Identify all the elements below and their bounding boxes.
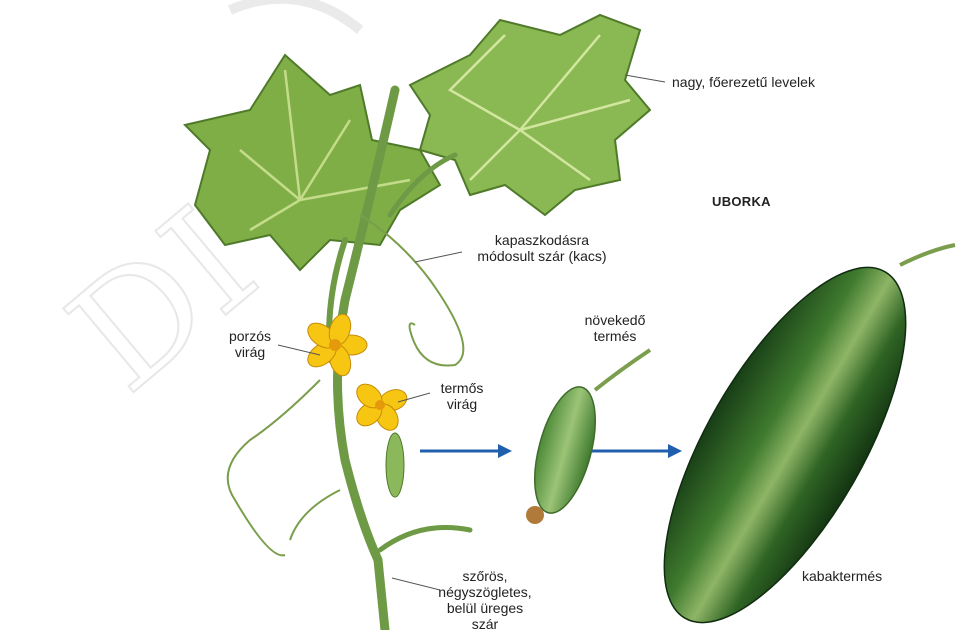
stem-label-line2: négyszögletes, [430,584,540,600]
tendril-label-line1: kapaszkodásra [462,232,622,248]
female-flower [352,379,410,497]
stem-label: szőrös, négyszögletes, belül üreges szár [430,568,540,632]
tendrils [228,215,464,555]
male-flower-label-line2: virág [220,344,280,360]
arrow-to-mature-fruit [588,444,682,458]
leaf-left [185,55,440,270]
page-title: UBORKA [712,194,771,210]
growing-fruit-label-line2: termés [570,328,660,344]
female-flower-label-line2: virág [432,396,492,412]
male-flower [303,311,367,378]
leaf-right [410,15,650,215]
tendril-label-line2: módosult szár (kacs) [462,248,622,264]
male-flower-label: porzós virág [220,328,280,360]
female-flower-label-line1: termős [432,380,492,396]
growing-fruit [523,350,650,524]
female-flower-label: termős virág [432,380,492,412]
stem-label-line3: belül üreges [430,600,540,616]
tendril-label: kapaszkodásra módosult szár (kacs) [462,232,622,264]
leaves-label: nagy, főerezetű levelek [672,74,815,90]
arrow-to-growing-fruit [420,444,512,458]
growing-fruit-label: növekedő termés [570,312,660,344]
growing-fruit-label-line1: növekedő [570,312,660,328]
male-flower-label-line1: porzós [220,328,280,344]
mature-fruit-label: kabaktermés [802,568,882,584]
stem-label-line1: szőrös, [430,568,540,584]
mature-cucumber [617,233,955,630]
